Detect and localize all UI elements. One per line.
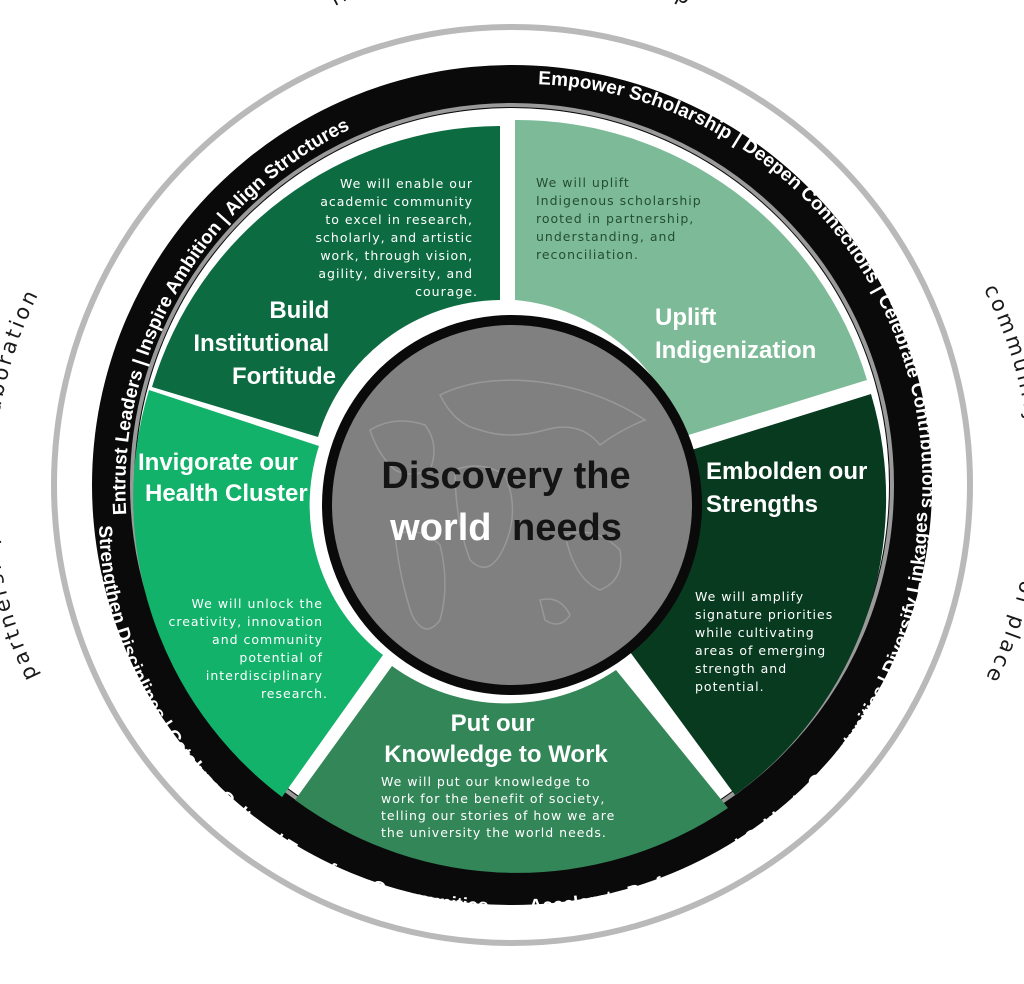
knowledge-body: We will put our knowledge to work for th…	[381, 774, 620, 840]
segment-uplift-indigenization	[515, 119, 867, 437]
center-word-needs: needs	[512, 507, 622, 549]
segment-put-knowledge-to-work	[295, 666, 728, 873]
outer-grey-ring	[51, 24, 973, 946]
outer-label-left: partnership and collaboration	[0, 284, 44, 685]
health-title: Invigorate our Health Cluster	[138, 449, 308, 507]
uplift-title: Uplift Indigenization	[655, 304, 816, 364]
embolden-body: We will amplify signature priorities whi…	[695, 589, 838, 694]
embolden-title: Embolden our Strengths	[706, 458, 874, 518]
build-title: Build Institutional Fortitude	[193, 297, 336, 390]
world-map-outline	[369, 379, 647, 630]
segment-build-institutional-fortitude	[152, 126, 500, 437]
segment-invigorate-health-cluster	[133, 390, 383, 797]
segment-embolden-our-strengths	[622, 394, 887, 795]
center-title-line1: Discovery the	[381, 455, 630, 497]
health-body: We will unlock the creativity, innovatio…	[168, 596, 328, 701]
outer-label-right: community and sense of place	[979, 280, 1024, 688]
build-body: We will enable our academic community to…	[316, 176, 478, 299]
knowledge-title: Put our Knowledge to Work	[384, 710, 608, 768]
outer-label-top: interdisciplinary leadership	[326, 0, 698, 11]
center-word-world: world	[389, 507, 491, 549]
uplift-body: We will uplift Indigenous scholarship ro…	[536, 175, 707, 262]
center-title-line2: world needs	[389, 507, 622, 549]
